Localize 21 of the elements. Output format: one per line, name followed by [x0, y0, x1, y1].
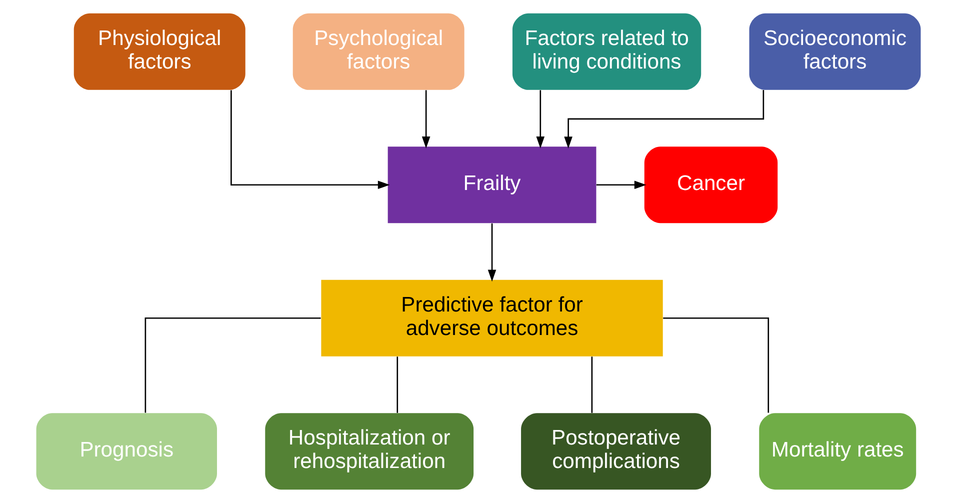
node-box: Physiological factors [73, 13, 245, 90]
node-box: Socioeconomic factors [748, 13, 920, 90]
node-box: Factors related to living conditions [512, 13, 701, 90]
node-box: Predictive factor for adverse outcomes [320, 280, 662, 356]
node-box: Mortality rates [758, 413, 916, 490]
arrow [536, 90, 544, 148]
node-box: Hospitalization or rehospitalization [264, 413, 474, 490]
arrow [230, 90, 390, 190]
connector [662, 317, 769, 413]
arrow [487, 223, 496, 282]
connector [590, 356, 592, 413]
node-box: Frailty [387, 146, 596, 224]
node-box: Psychological factors [292, 13, 464, 90]
arrow [596, 180, 646, 190]
node-box: Prognosis [36, 413, 216, 490]
node-box: Cancer [644, 146, 778, 224]
arrow [564, 90, 764, 149]
connector [396, 356, 398, 413]
arrow [421, 90, 430, 148]
node-box: Postoperative complications [520, 413, 710, 490]
connector [144, 317, 320, 413]
